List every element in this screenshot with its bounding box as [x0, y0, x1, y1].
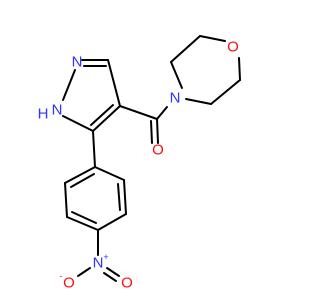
bond-c3-c4: [107, 59, 121, 107]
atom-morpholine-o: O: [227, 39, 239, 56]
atom-pyrazole-h: H: [38, 106, 49, 123]
bond-ph-c5-c6: [64, 182, 68, 218]
atom-morpholine-n: N: [170, 90, 181, 107]
carbonyl-group: [119, 105, 168, 144]
nitrophenyl-ring: [64, 130, 127, 231]
pyrazole-ring: [62, 59, 121, 132]
bond-ph-c4-c5: [66, 216, 99, 231]
bond-morph-o-c3: [238, 57, 241, 81]
atom-pyrazole-n2: N: [72, 54, 83, 71]
bond-carbonyl-n: [156, 106, 168, 120]
bond-ph-c6-c1-double: [70, 173, 95, 188]
bond-nitro-n-o-right-double: [103, 272, 117, 282]
bond-ph-c2-c3-double: [117, 183, 121, 211]
bond-morph-c4-n: [185, 98, 212, 105]
bond-morph-c1-c2: [170, 35, 201, 63]
atom-pyrazole-n1: N: [52, 102, 63, 119]
bond-c5-n1: [62, 115, 94, 132]
bond-carbonyl-o: [156, 118, 159, 144]
bond-ph-c6-c1: [64, 166, 96, 184]
bond-carbonyl-o-double: [150, 120, 153, 144]
morpholine-ring: [170, 35, 241, 105]
bond-n1-n2: [62, 69, 76, 101]
bond-nitro-n-o-right: [106, 267, 120, 277]
bond-ph-c1-c2: [94, 166, 125, 181]
atom-carbonyl-o: O: [152, 142, 164, 159]
bond-c4-c5: [92, 105, 121, 132]
bond-morph-c2-o: [199, 35, 226, 42]
atom-nitro-o-right: O: [121, 275, 133, 292]
nitro-group: [77, 229, 120, 282]
bond-c5-phenyl: [92, 130, 96, 168]
atom-nitro-o-left: O: [63, 275, 75, 292]
bond-ph-c2-c3: [123, 179, 127, 215]
bond-morph-c3-c4: [210, 79, 241, 105]
molecule-structure: N H N O N O N + O - O: [38, 35, 241, 292]
bond-ph-c4-c5-double: [71, 211, 97, 224]
bond-c4-c5-double: [90, 104, 114, 126]
bond-nitro-n-o-left: [77, 267, 91, 277]
bond-morph-n-c1: [170, 61, 183, 89]
bond-ph-c3-c4: [97, 213, 127, 231]
atom-nitro-n: N: [93, 255, 104, 272]
bond-c4-carbonyl: [119, 105, 158, 120]
charge-nitro-o-left: -: [60, 271, 63, 281]
charge-nitro-n: +: [103, 252, 108, 262]
